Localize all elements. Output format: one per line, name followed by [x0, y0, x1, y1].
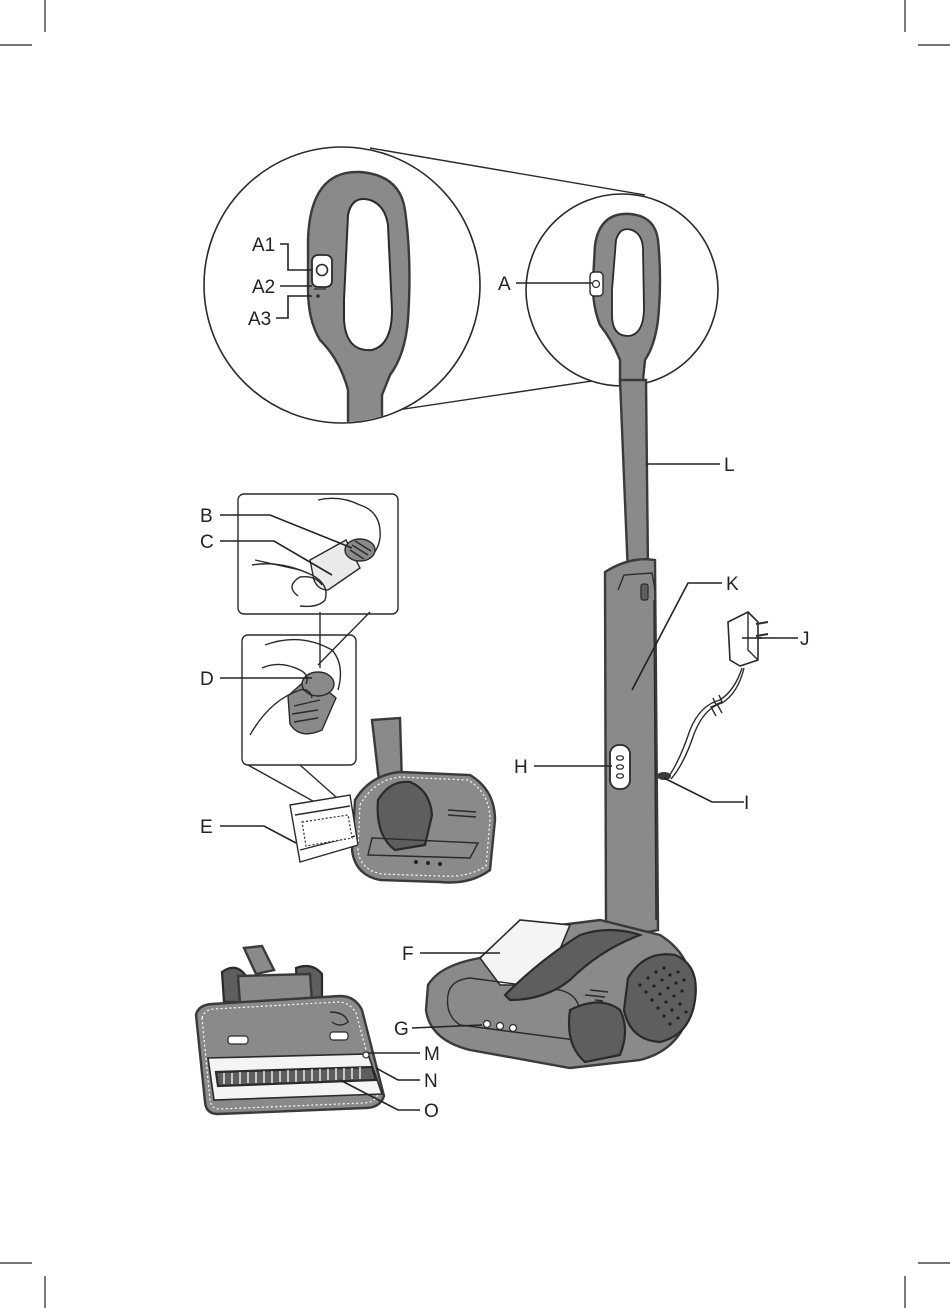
label-M: M [424, 1044, 440, 1065]
label-N: N [424, 1071, 438, 1092]
charger [669, 612, 768, 779]
handle-detail-circle [204, 147, 480, 430]
label-A: A [498, 274, 511, 295]
label-O: O [424, 1101, 439, 1122]
handle-small-circle [526, 194, 718, 390]
filter-detail-panel-1 [238, 494, 398, 614]
label-A2: A2 [252, 277, 275, 298]
label-D: D [200, 669, 214, 690]
label-I: I [744, 793, 749, 814]
label-F: F [402, 944, 414, 965]
label-A3: A3 [248, 309, 271, 330]
label-H: H [514, 757, 528, 778]
filter-detail-panel-2 [242, 635, 356, 765]
label-E: E [200, 817, 213, 838]
label-G: G [394, 1019, 409, 1040]
vacuum-body [426, 380, 696, 1068]
label-L: L [724, 455, 735, 476]
label-K: K [726, 574, 739, 595]
label-A1: A1 [252, 235, 275, 256]
label-C: C [200, 532, 214, 553]
label-J: J [800, 629, 810, 650]
label-B: B [200, 506, 213, 527]
